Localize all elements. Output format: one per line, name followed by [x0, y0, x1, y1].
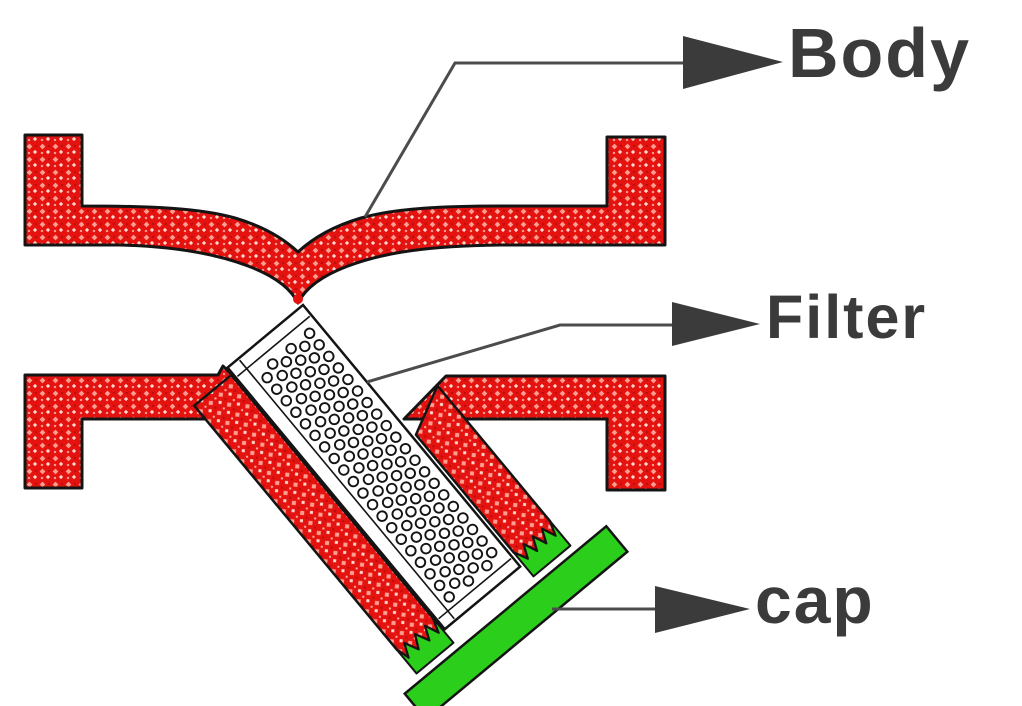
cap-label: cap [755, 563, 875, 637]
cap-plate [402, 524, 630, 706]
filter-end-margin-line-bottom [438, 558, 512, 620]
body-leader-line [363, 61, 683, 218]
body-seat-tip [293, 294, 303, 304]
body-bottom-right-wall [402, 374, 667, 492]
body-label: Body [788, 14, 971, 92]
filter-side-margin-line [239, 359, 455, 620]
body-top-wall [23, 133, 667, 305]
filter-perforations [261, 327, 498, 603]
filter-leader-line [366, 323, 672, 384]
cap-thread-right [512, 520, 572, 578]
cap-arrowhead [655, 586, 750, 633]
body-arrowhead [683, 36, 783, 89]
filter-label: Filter [766, 283, 928, 351]
filter-arrowhead [672, 302, 760, 346]
cap-thread-left [395, 617, 455, 675]
filter-end-margin-line-top [236, 315, 311, 377]
